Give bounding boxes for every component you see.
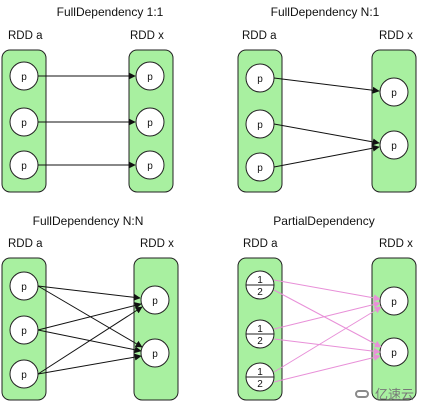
- diagram-title: PartialDependency: [273, 214, 374, 228]
- rdd-x-label: RDD x: [130, 30, 164, 42]
- partial-arrow: [273, 306, 382, 373]
- partition: [379, 77, 409, 107]
- diagram-partial: PartialDependency RDD a RDD x 1 2 1 2 1 …: [237, 214, 417, 401]
- partition-label: p: [257, 163, 263, 174]
- split-partition: 1 2: [245, 319, 275, 349]
- dependency-arrow: [273, 144, 380, 168]
- partition-label: p: [21, 72, 27, 83]
- dependency-arrow: [37, 306, 143, 375]
- rdd-x-box: [133, 257, 179, 401]
- partition-half-label: 1: [257, 367, 263, 378]
- partition-half-label: 1: [257, 275, 263, 286]
- rdd-x-label: RDD x: [379, 30, 413, 42]
- rdd-x-box: [371, 49, 417, 193]
- rdd-x-label: RDD x: [140, 238, 174, 250]
- rdd-x-box: [371, 257, 417, 401]
- partition-label: p: [147, 72, 153, 83]
- split-partition: 1 2: [245, 362, 275, 392]
- rdd-x-label: RDD x: [379, 238, 413, 250]
- partition-label: p: [152, 349, 158, 360]
- partition: [379, 130, 409, 160]
- partial-arrow: [273, 354, 381, 383]
- partition-label: p: [391, 348, 397, 359]
- dependency-arrow: [37, 285, 141, 301]
- partition: [135, 107, 165, 137]
- partition-label: p: [21, 326, 27, 337]
- rdd-a-label: RDD a: [242, 30, 277, 42]
- partition: [135, 61, 165, 91]
- partition-label: p: [391, 297, 397, 308]
- partial-arrow: [273, 289, 382, 348]
- split-partition: 1 2: [245, 270, 275, 300]
- partition: [140, 285, 170, 315]
- partition-label: p: [152, 296, 158, 307]
- dependency-arrow: [37, 302, 142, 331]
- partial-arrow: [273, 338, 381, 355]
- diagram-full-n-1: FullDependency N:1 RDD a RDD x p p p p p: [237, 5, 417, 193]
- cloud-icon: [354, 388, 371, 400]
- partition-half-label: 1: [257, 324, 263, 335]
- partition-label: p: [21, 118, 27, 129]
- rdd-a-label: RDD a: [243, 238, 278, 250]
- diagram-title: FullDependency N:N: [33, 214, 144, 228]
- partial-arrow: [273, 301, 381, 330]
- watermark-text: 亿速云: [374, 388, 414, 403]
- partition-label: p: [391, 141, 397, 152]
- dependency-arrow: [273, 123, 380, 146]
- partial-arrow: [273, 279, 381, 302]
- diagram-full-n-n: FullDependency N:N RDD a RDD x p p p p p: [1, 214, 179, 401]
- diagram-full-1-1: FullDependency 1:1 RDD a RDD x p p p p p…: [1, 5, 174, 193]
- dependency-arrow: [37, 353, 142, 375]
- diagram-title: FullDependency 1:1: [57, 5, 164, 19]
- partition-label: p: [21, 282, 27, 293]
- partition-half-label: 2: [257, 287, 263, 298]
- partition-label: p: [147, 161, 153, 172]
- partition-label: p: [391, 88, 397, 99]
- partition-label: p: [147, 118, 153, 129]
- partition-label: p: [257, 120, 263, 131]
- partition: [135, 150, 165, 180]
- diagram-title: FullDependency N:1: [271, 5, 380, 19]
- dependency-arrow: [273, 77, 380, 94]
- partition-label: p: [21, 161, 27, 172]
- partition-half-label: 2: [257, 336, 263, 347]
- partition-label: p: [21, 370, 27, 381]
- rdd-a-label: RDD a: [8, 238, 43, 250]
- partition-label: p: [257, 74, 263, 85]
- watermark: 亿速云: [354, 384, 414, 403]
- rdd-a-label: RDD a: [8, 30, 43, 42]
- partition-half-label: 2: [257, 379, 263, 390]
